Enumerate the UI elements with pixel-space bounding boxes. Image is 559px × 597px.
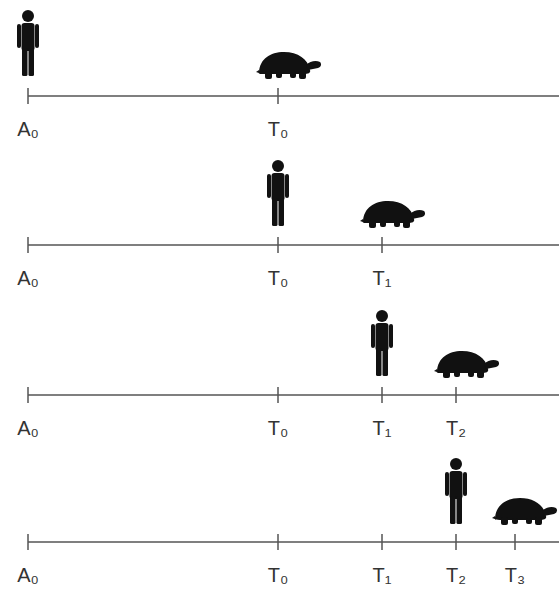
tick-label: A₀ xyxy=(17,417,39,439)
tick-label: T₃ xyxy=(505,564,525,586)
tick-label: T₂ xyxy=(446,417,466,439)
tortoise-figure xyxy=(256,52,321,79)
tortoise-figure xyxy=(360,201,425,228)
tick-label: T₀ xyxy=(268,118,289,140)
tortoise-figure xyxy=(434,351,499,378)
runner-figure xyxy=(445,458,467,524)
tick-label: T₀ xyxy=(268,417,289,439)
tick-label: T₀ xyxy=(268,267,289,289)
tick-label: A₀ xyxy=(17,564,39,586)
tortoise-figure xyxy=(492,498,557,525)
number-lines xyxy=(28,88,559,550)
tick-label: T₁ xyxy=(373,417,392,439)
tick-label: T₂ xyxy=(446,564,466,586)
runner-figure xyxy=(267,160,289,226)
tick-label: T₁ xyxy=(373,267,392,289)
tick-label: T₁ xyxy=(373,564,392,586)
tick-label: A₀ xyxy=(17,118,39,140)
tick-label: T₀ xyxy=(268,564,289,586)
tick-label: A₀ xyxy=(17,267,39,289)
runner-figure xyxy=(17,10,39,76)
runner-figure xyxy=(371,310,393,376)
